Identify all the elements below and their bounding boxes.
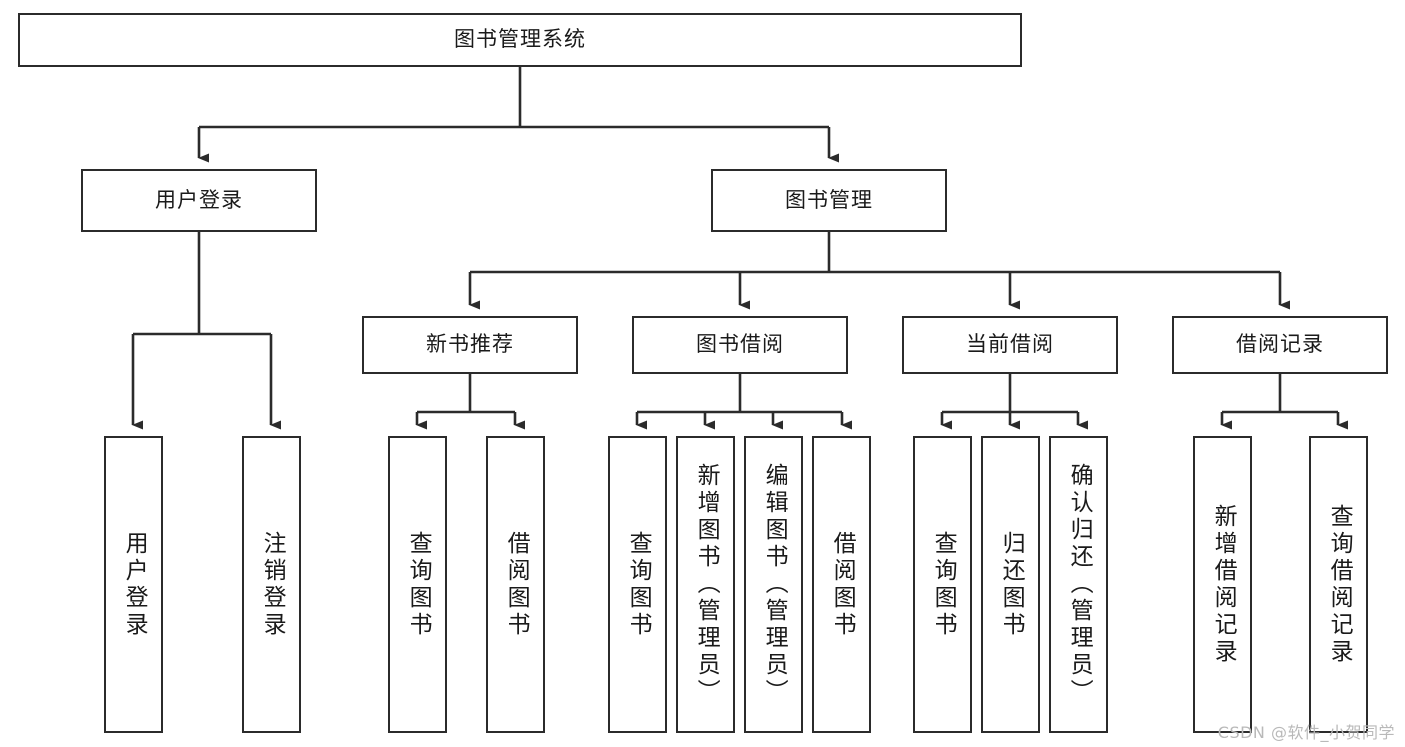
leaf-label: 编辑图书（管理员）	[761, 463, 788, 706]
leaf-label: 归还图书	[998, 530, 1025, 639]
leaf-query-borrow-record[interactable]: 查询借阅记录	[1309, 436, 1368, 733]
leaf-query-book-current[interactable]: 查询图书	[913, 436, 972, 733]
leaf-query-book-borrow[interactable]: 查询图书	[608, 436, 667, 733]
leaf-return-book[interactable]: 归还图书	[981, 436, 1040, 733]
leaf-add-book-admin[interactable]: 新增图书（管理员）	[676, 436, 735, 733]
leaf-logout[interactable]: 注销登录	[242, 436, 301, 733]
leaf-label: 查询图书	[625, 530, 652, 639]
leaf-label: 新增图书（管理员）	[693, 463, 720, 706]
node-borrow-record[interactable]: 借阅记录	[1172, 316, 1388, 374]
node-label: 借阅记录	[1236, 332, 1324, 357]
leaf-edit-book-admin[interactable]: 编辑图书（管理员）	[744, 436, 803, 733]
leaf-label: 查询借阅记录	[1326, 503, 1353, 666]
node-label: 当前借阅	[966, 332, 1054, 357]
node-label: 用户登录	[155, 187, 243, 212]
node-book-borrow[interactable]: 图书借阅	[632, 316, 848, 374]
leaf-borrow-book[interactable]: 借阅图书	[812, 436, 871, 733]
leaf-label: 用户登录	[121, 530, 148, 639]
leaf-borrow-book-recommend[interactable]: 借阅图书	[486, 436, 545, 733]
leaf-confirm-return-admin[interactable]: 确认归还（管理员）	[1049, 436, 1108, 733]
node-current-borrow[interactable]: 当前借阅	[902, 316, 1118, 374]
leaf-label: 查询图书	[405, 530, 432, 639]
leaf-label: 确认归还（管理员）	[1066, 463, 1093, 706]
node-user-login[interactable]: 用户登录	[81, 169, 317, 232]
leaf-label: 借阅图书	[503, 530, 530, 639]
leaf-user-login[interactable]: 用户登录	[104, 436, 163, 733]
leaf-add-borrow-record[interactable]: 新增借阅记录	[1193, 436, 1252, 733]
node-label: 新书推荐	[426, 332, 514, 357]
node-label: 图书借阅	[696, 332, 784, 357]
leaf-query-book-recommend[interactable]: 查询图书	[388, 436, 447, 733]
leaf-label: 注销登录	[259, 530, 286, 639]
node-book-management[interactable]: 图书管理	[711, 169, 947, 232]
leaf-label: 新增借阅记录	[1210, 503, 1237, 666]
leaf-label: 借阅图书	[829, 530, 856, 639]
leaf-label: 查询图书	[930, 530, 957, 639]
node-label: 图书管理系统	[454, 27, 586, 52]
csdn-watermark: CSDN @软件_小贺同学	[1217, 723, 1395, 742]
node-root-system[interactable]: 图书管理系统	[18, 13, 1022, 67]
node-new-book-recommend[interactable]: 新书推荐	[362, 316, 578, 374]
node-label: 图书管理	[785, 187, 873, 212]
